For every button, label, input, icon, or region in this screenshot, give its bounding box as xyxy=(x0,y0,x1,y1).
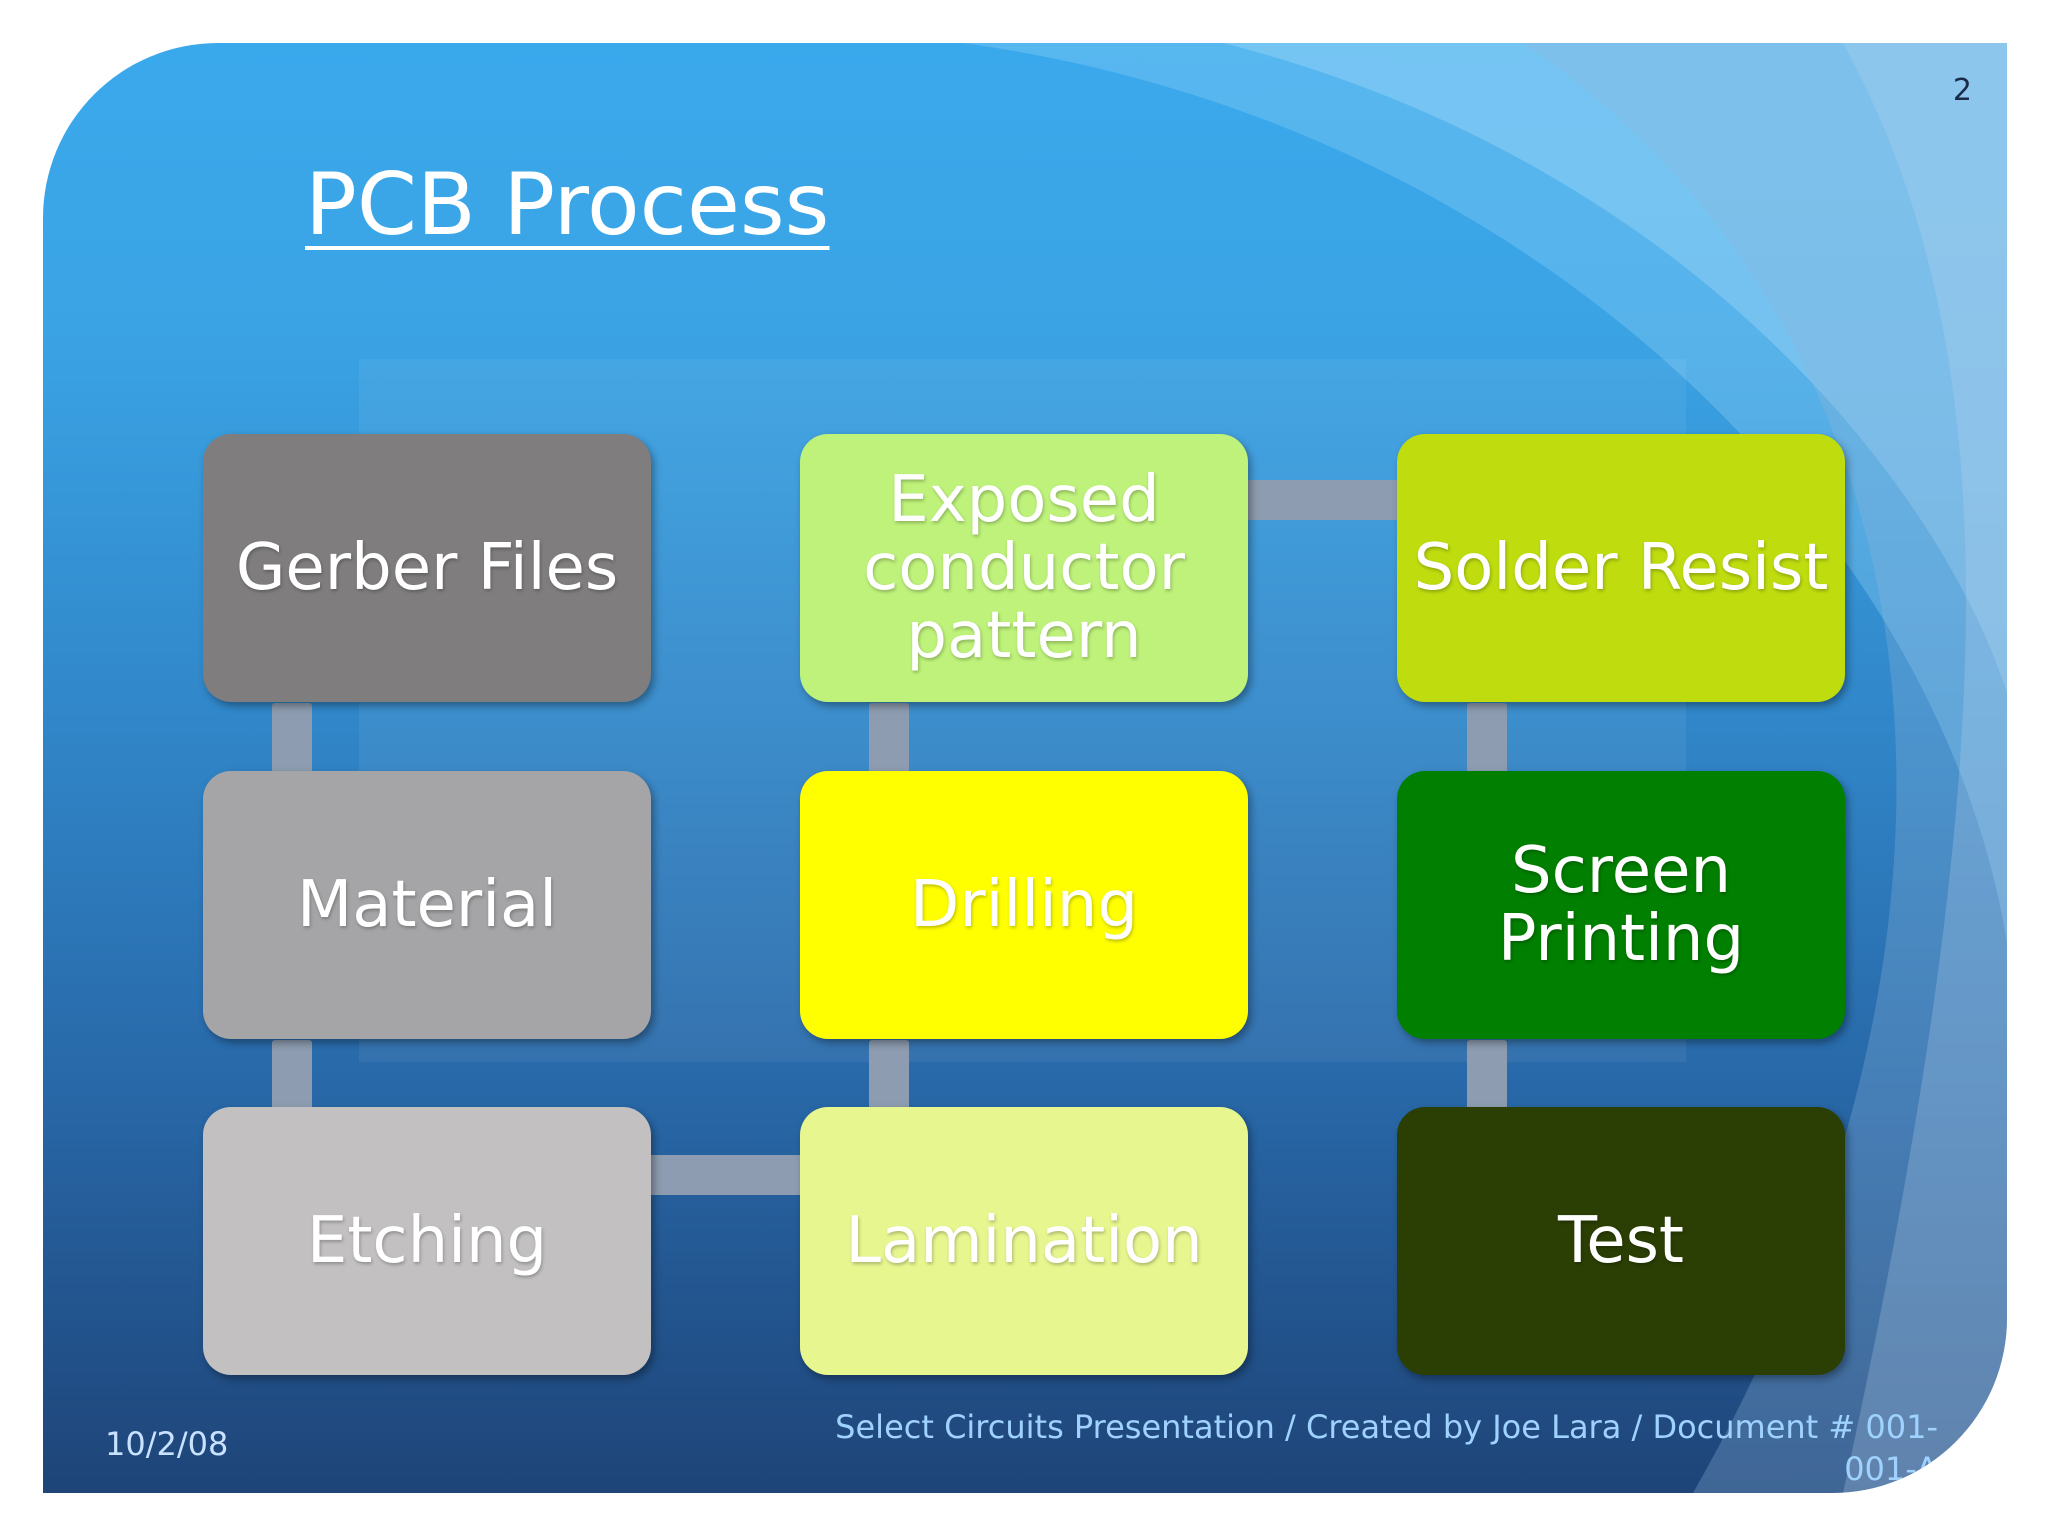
footer-date: 10/2/08 xyxy=(105,1425,229,1463)
connector-material-etching xyxy=(272,1040,312,1120)
step-label: Gerber Files xyxy=(235,531,619,605)
step-screen-printing: Screen Printing xyxy=(1397,771,1845,1039)
background-swirl xyxy=(963,43,2007,1493)
step-lamination: Lamination xyxy=(800,1107,1248,1375)
step-label: Lamination xyxy=(845,1204,1203,1278)
footer-text: Select Circuits Presentation / Created b… xyxy=(835,1408,1938,1488)
step-solder-resist: Solder Resist xyxy=(1397,434,1845,702)
step-label: Solder Resist xyxy=(1413,531,1829,605)
step-label: Drilling xyxy=(910,868,1138,942)
page-number: 2 xyxy=(1952,73,1972,108)
step-material: Material xyxy=(203,771,651,1039)
step-test: Test xyxy=(1397,1107,1845,1375)
step-exposed-conductor-pattern: Exposed conductor pattern xyxy=(800,434,1248,702)
connector-solder-screen xyxy=(1467,703,1507,783)
connector-drilling-exposed xyxy=(869,703,909,783)
step-label: Test xyxy=(1557,1204,1685,1278)
connector-gerber-material xyxy=(272,703,312,783)
step-gerber-files: Gerber Files xyxy=(203,434,651,702)
connector-screen-test xyxy=(1467,1040,1507,1120)
step-label: Exposed conductor pattern xyxy=(863,463,1185,673)
step-label: Etching xyxy=(306,1204,548,1278)
step-etching: Etching xyxy=(203,1107,651,1375)
step-drilling: Drilling xyxy=(800,771,1248,1039)
slide: 2 PCB Process Gerber Files Material Etch… xyxy=(43,43,2007,1493)
connector-lamination-drilling xyxy=(869,1040,909,1120)
slide-title: PCB Process xyxy=(305,155,830,255)
step-label: Material xyxy=(297,868,557,942)
step-label: Screen Printing xyxy=(1497,834,1745,976)
